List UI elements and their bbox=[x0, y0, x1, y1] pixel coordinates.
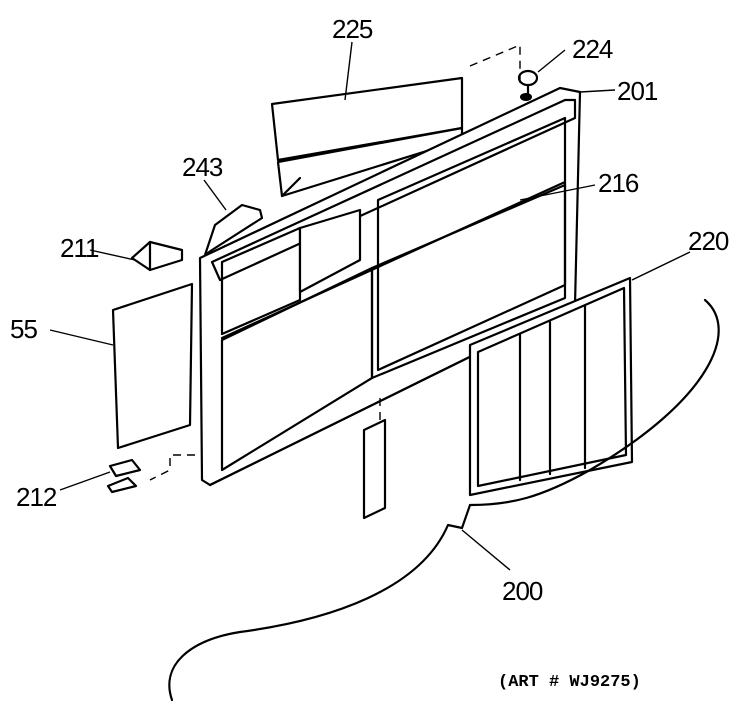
latch-part bbox=[106, 458, 142, 494]
label-200: 200 bbox=[502, 576, 543, 606]
side-grille bbox=[468, 276, 634, 497]
label-216: 216 bbox=[598, 168, 639, 198]
label-212: 212 bbox=[16, 482, 57, 512]
label-211: 211 bbox=[60, 233, 99, 263]
clip-part bbox=[130, 240, 184, 272]
air-filter bbox=[111, 282, 194, 450]
assembly-bracket-curve bbox=[168, 298, 720, 702]
label-224: 224 bbox=[572, 34, 613, 64]
side-bracket bbox=[203, 203, 264, 257]
alignment-line-bottom bbox=[149, 454, 195, 481]
label-220: 220 bbox=[688, 226, 729, 256]
label-243: 243 bbox=[182, 152, 223, 182]
center-strip bbox=[362, 398, 387, 520]
front-cover bbox=[198, 86, 582, 487]
top-louver-panel bbox=[270, 76, 464, 198]
art-number: (ART # WJ9275) bbox=[498, 673, 641, 692]
knob-part bbox=[517, 69, 539, 101]
leader-lines bbox=[49, 41, 691, 571]
alignment-line-top bbox=[469, 43, 521, 85]
label-55: 55 bbox=[10, 314, 37, 344]
label-201: 201 bbox=[617, 76, 658, 106]
label-225: 225 bbox=[332, 14, 373, 44]
